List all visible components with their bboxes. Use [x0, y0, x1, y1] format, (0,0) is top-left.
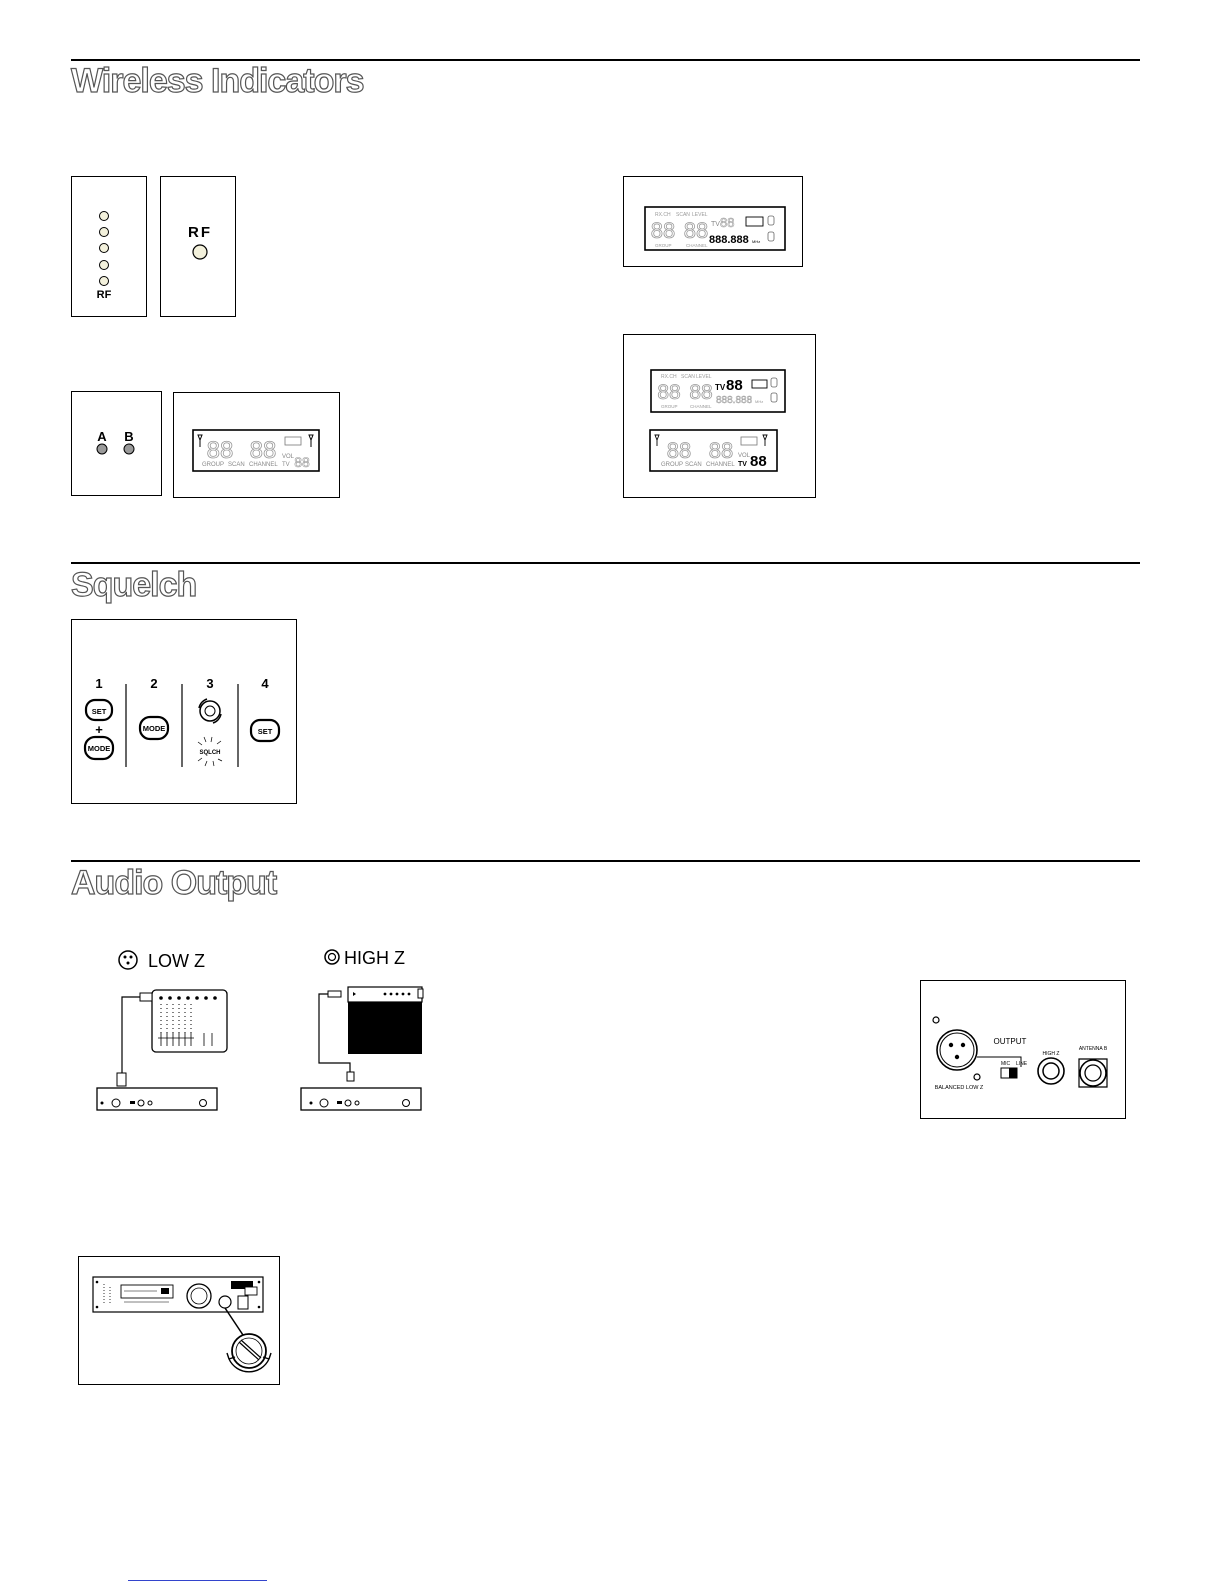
balanced-low-z-label: BALANCED LOW Z — [935, 1085, 984, 1091]
level-rotate-arrows-icon — [226, 1352, 272, 1373]
rf-single-led-figure: RF — [160, 176, 236, 317]
tv-bottom-label-channel: CHANNEL — [706, 462, 735, 468]
section-heading-squelch: Squelch — [70, 565, 197, 604]
front-panel-level-figure — [78, 1256, 280, 1385]
receiver-tv-digits: 88 — [720, 215, 734, 230]
diversity-label-vol: VOL — [282, 454, 295, 460]
tv-top-label-level: LEVEL — [696, 374, 712, 380]
ab-diversity-led-figure: A B — [71, 391, 162, 496]
diversity-lcd-figure: 88 88 GROUP SCAN CHANNEL VOL TV 88 — [173, 392, 340, 498]
squelch-step-3-number: 3 — [206, 676, 213, 691]
front-panel-level-drawing — [92, 1276, 272, 1373]
section-rule-wireless — [71, 59, 1140, 61]
squelch-steps-drawing: 1 2 3 4 SET + MODE MODE SQLCH SET — [83, 676, 281, 767]
tv-top-freq: 888.888 — [716, 395, 753, 406]
section-rule-squelch — [71, 562, 1140, 564]
ab-diversity-led-drawing: A B — [96, 429, 135, 455]
tv-top-unit: MHz — [755, 399, 763, 404]
output-rear-panel-drawing: BALANCED LOW Z OUTPUT MIC LINE HIGH Z AN… — [932, 1016, 1108, 1091]
squelch-mode-button-2: MODE — [143, 724, 166, 733]
tv-top-label-group: GROUP — [661, 404, 678, 409]
tv-bottom-digits-1: 88 — [667, 438, 691, 463]
tv-top-digits-2: 88 — [689, 381, 712, 404]
diversity-label-channel: CHANNEL — [249, 462, 278, 468]
rotate-arrows-icon — [198, 698, 222, 724]
rf-led-bar-drawing: RF — [97, 211, 112, 301]
diversity-lcd-drawing: 88 88 GROUP SCAN CHANNEL VOL TV 88 — [192, 429, 320, 472]
diversity-label-scan: SCAN — [228, 462, 245, 468]
receiver-lcd-drawing: RX.CH SCAN LEVEL 88 88 TV 88 888.888 MHz… — [644, 206, 786, 251]
receiver-label-channel: CHANNEL — [686, 243, 708, 248]
tv-top-tv: TV — [715, 383, 726, 392]
tv-top-label-rxch: RX.CH — [661, 374, 677, 380]
squelch-step-2-number: 2 — [150, 676, 157, 691]
diversity-label-tv: TV — [282, 462, 290, 468]
receiver-tv: TV — [711, 221, 720, 228]
high-z-diagram: HIGH Z — [298, 940, 428, 1120]
squelch-sqlch-label: SQLCH — [200, 750, 221, 756]
receiver-unit: MHz — [752, 239, 760, 244]
receiver-digits-1: 88 — [651, 218, 675, 243]
squelch-plus: + — [95, 722, 103, 737]
tv-top-digits-1: 88 — [657, 381, 680, 404]
output-label: OUTPUT — [994, 1037, 1027, 1046]
rf-led-bar-figure: RF — [71, 176, 147, 317]
diversity-label-group: GROUP — [202, 462, 224, 468]
xlr-connector-icon — [118, 950, 138, 970]
receiver-digits-2: 88 — [684, 218, 708, 243]
high-z-label: HIGH Z — [344, 948, 405, 968]
tv-bottom-label-group: GROUP — [661, 462, 683, 468]
squelch-set-button-4: SET — [258, 727, 273, 736]
low-z-drawing: LOW Z — [96, 950, 228, 1111]
diversity-digits-2: 88 — [250, 437, 277, 464]
receiver-label-level: LEVEL — [692, 212, 708, 218]
tv-bottom-label-vol: VOL — [738, 453, 751, 459]
rf-single-label: RF — [188, 224, 212, 241]
squelch-steps-figure: 1 2 3 4 SET + MODE MODE SQLCH SET — [71, 619, 297, 804]
receiver-label-scan: SCAN — [676, 212, 690, 218]
squelch-step-4-number: 4 — [261, 676, 269, 691]
diversity-digits-3: 88 — [294, 454, 310, 470]
tv-bottom-tv: TV — [738, 461, 747, 468]
tv-top-label-scan: SCAN — [681, 374, 695, 380]
high-z-jack-label: HIGH Z — [1043, 1051, 1060, 1057]
section-heading-audio: Audio Output — [70, 863, 277, 902]
low-z-label: LOW Z — [148, 951, 205, 971]
ab-label-a: A — [97, 429, 107, 444]
tv-top-tv-digits: 88 — [726, 377, 743, 394]
output-rear-panel-figure: BALANCED LOW Z OUTPUT MIC LINE HIGH Z AN… — [920, 980, 1126, 1119]
squelch-mode-button-1: MODE — [88, 744, 111, 753]
tv-top-label-channel: CHANNEL — [690, 404, 712, 409]
bottom-link-underline — [128, 1580, 267, 1581]
receiver-lcd-figure: RX.CH SCAN LEVEL 88 88 TV 88 888.888 MHz… — [623, 176, 803, 267]
mic-label: MIC — [1001, 1061, 1011, 1067]
rf-single-led-drawing: RF — [188, 224, 212, 260]
ab-label-b: B — [124, 429, 133, 444]
squelch-set-button-1: SET — [92, 707, 107, 716]
receiver-label-group: GROUP — [655, 243, 672, 248]
tv-lcd-pair-drawing: RX.CH SCAN LEVEL 88 88 TV 88 888.888 MHz… — [649, 369, 786, 472]
receiver-label-rxch: RX.CH — [655, 212, 671, 218]
line-label: LINE — [1016, 1061, 1028, 1067]
section-heading-wireless: Wireless Indicators — [70, 61, 365, 100]
diversity-digits-1: 88 — [207, 437, 234, 464]
antenna-b-label: ANTENNA B — [1079, 1046, 1108, 1052]
quarter-inch-jack-icon — [324, 949, 340, 965]
squelch-step-1-number: 1 — [95, 676, 102, 691]
low-z-diagram: LOW Z — [94, 940, 244, 1120]
tv-lcd-pair-figure: RX.CH SCAN LEVEL 88 88 TV 88 888.888 MHz… — [623, 334, 816, 498]
receiver-freq: 888.888 — [709, 234, 749, 246]
rf-led-label: RF — [97, 289, 112, 301]
section-rule-audio — [71, 860, 1140, 862]
tv-bottom-digits-2: 88 — [709, 438, 733, 463]
high-z-drawing: HIGH Z — [300, 948, 424, 1111]
tv-bottom-tv-digits: 88 — [750, 453, 767, 470]
tv-bottom-label-scan: SCAN — [685, 462, 702, 468]
